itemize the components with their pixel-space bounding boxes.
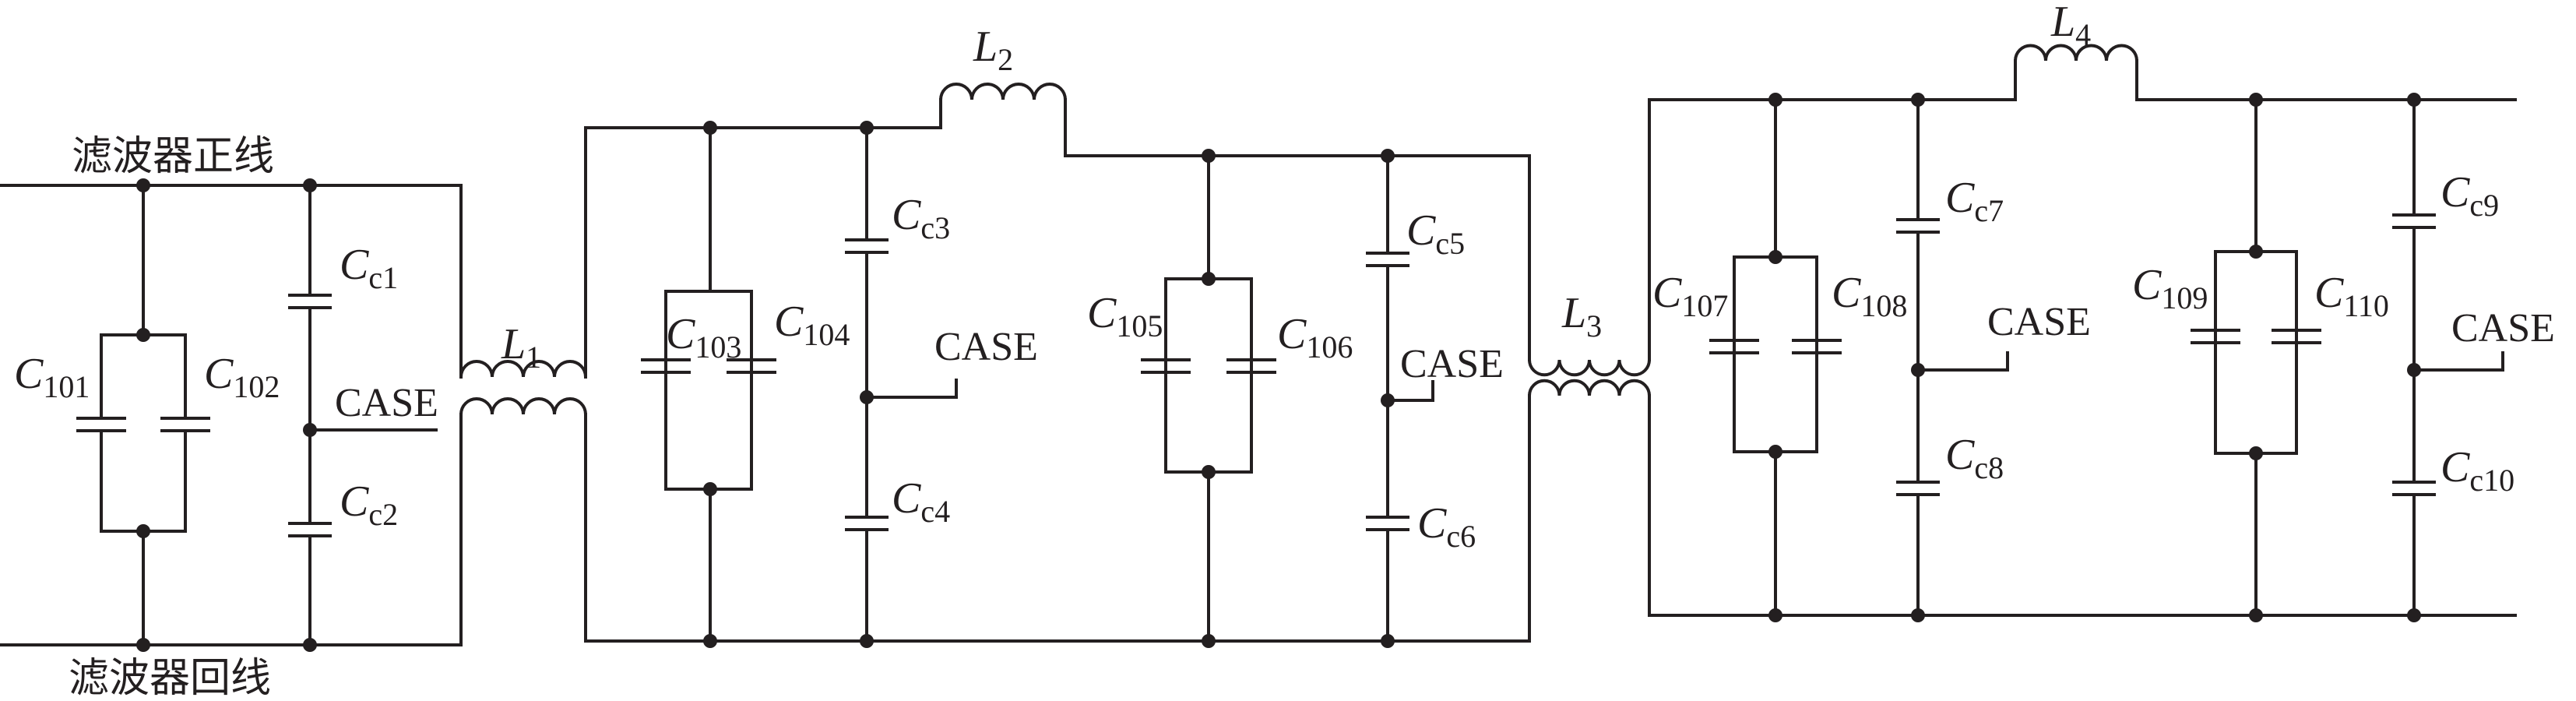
- junction-dot: [2249, 245, 2263, 259]
- junction-dot: [1911, 93, 1925, 107]
- junction-dot: [2407, 93, 2421, 107]
- junction-dot: [2249, 446, 2263, 460]
- label-cc4: Cc4: [892, 474, 950, 529]
- junction-dot: [1911, 608, 1925, 622]
- junction-dot: [1202, 465, 1216, 479]
- label-c105: C105: [1087, 289, 1163, 343]
- label-cc1: Cc1: [340, 241, 398, 295]
- junction-dot: [1202, 634, 1216, 648]
- junction-dot: [2249, 608, 2263, 622]
- junction-dot: [1768, 445, 1782, 459]
- label-c108: C108: [1832, 269, 1907, 323]
- junction-dot: [2249, 93, 2263, 107]
- label-c104: C104: [774, 298, 850, 352]
- rail-label-return: 滤波器回线: [69, 655, 271, 701]
- label-cc5: Cc5: [1406, 206, 1465, 261]
- case-label-1: CASE: [335, 381, 438, 425]
- junction-dot: [703, 482, 717, 496]
- inductor-L1-bottom: [459, 397, 588, 417]
- junction-dot: [303, 423, 317, 437]
- junction-dot: [1202, 272, 1216, 286]
- junction-dot: [1768, 608, 1782, 622]
- junction-dot: [1911, 363, 1925, 377]
- label-c109: C109: [2132, 261, 2208, 315]
- junction-dot: [1768, 93, 1782, 107]
- label-cc7: Cc7: [1945, 174, 2004, 228]
- junction-dot: [860, 390, 874, 404]
- junction-dot: [136, 638, 150, 652]
- junction-dot: [860, 121, 874, 135]
- case-label-4: CASE: [1987, 300, 2091, 344]
- junction-dot: [303, 638, 317, 652]
- rail-label-positive: 滤波器正线: [72, 133, 274, 180]
- label-l4: L4: [2050, 0, 2091, 52]
- inductor-L3-top: [1527, 358, 1652, 377]
- label-cc9: Cc9: [2441, 168, 2499, 223]
- label-c106: C106: [1277, 310, 1353, 365]
- inductor-L4: [2013, 44, 2139, 63]
- junction-dot: [2407, 608, 2421, 622]
- label-l2: L2: [973, 23, 1013, 77]
- label-cc2: Cc2: [340, 477, 398, 532]
- junction-dot: [136, 178, 150, 192]
- label-cc6: Cc6: [1417, 499, 1476, 554]
- case-label-2: CASE: [934, 325, 1038, 369]
- label-l1: L1: [501, 320, 541, 375]
- junction-dot: [1381, 149, 1395, 163]
- case-label-3: CASE: [1400, 342, 1504, 386]
- junction-dot: [303, 178, 317, 192]
- junction-dot: [1381, 634, 1395, 648]
- label-l3: L3: [1561, 289, 1602, 343]
- junction-dot: [136, 524, 150, 538]
- inductor-L2: [938, 83, 1068, 102]
- label-c101: C101: [14, 350, 90, 404]
- inductor-L3-bottom: [1527, 379, 1652, 398]
- junction-dot: [2407, 363, 2421, 377]
- junction-dot: [1202, 149, 1216, 163]
- junction-dot: [1381, 393, 1395, 407]
- junction-dot: [136, 328, 150, 342]
- label-cc8: Cc8: [1945, 431, 2004, 485]
- junction-dot: [703, 121, 717, 135]
- label-c110: C110: [2314, 269, 2389, 323]
- junction-dot: [860, 634, 874, 648]
- junction-dot: [1768, 250, 1782, 264]
- label-cc3: Cc3: [892, 191, 950, 245]
- label-c102: C102: [204, 350, 280, 404]
- label-c103: C103: [666, 310, 741, 365]
- junction-dot: [703, 634, 717, 648]
- label-cc10: Cc10: [2441, 443, 2514, 498]
- inductor-L1-top: [459, 360, 588, 379]
- case-label-5: CASE: [2451, 306, 2555, 350]
- label-c107: C107: [1652, 269, 1728, 323]
